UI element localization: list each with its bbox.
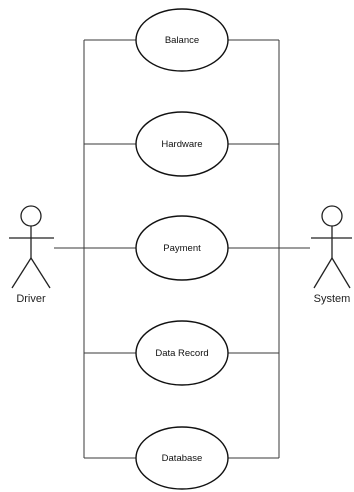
driver-head — [20, 205, 42, 227]
use-case-label: Payment — [163, 243, 201, 254]
use-case-label: Data Record — [155, 348, 208, 359]
use-case-database: Database — [135, 426, 229, 490]
system-label: System — [314, 293, 351, 305]
connectors — [54, 39, 310, 459]
use-case-hardware: Hardware — [135, 111, 229, 177]
actor-driver: Driver — [9, 205, 54, 305]
system-right-leg — [331, 257, 351, 289]
use-case-balance: Balance — [135, 8, 229, 72]
driver-label: Driver — [16, 293, 46, 305]
driver-right-leg — [30, 257, 51, 289]
use-case-data-record: Data Record — [135, 320, 229, 386]
use-case-payment: Payment — [135, 215, 229, 281]
actor-system: System — [311, 205, 352, 305]
use-case-ellipse — [135, 215, 229, 281]
use-case-label: Database — [162, 453, 203, 464]
use-case-ellipse — [135, 8, 229, 72]
use-case-ellipse — [135, 320, 229, 386]
system-left-leg — [313, 257, 333, 289]
use-case-label: Balance — [165, 35, 199, 46]
driver-left-leg — [11, 257, 32, 289]
system-head — [321, 205, 343, 227]
use-case-ellipse — [135, 426, 229, 490]
use-case-ellipse — [135, 111, 229, 177]
use-case-label: Hardware — [161, 139, 202, 150]
